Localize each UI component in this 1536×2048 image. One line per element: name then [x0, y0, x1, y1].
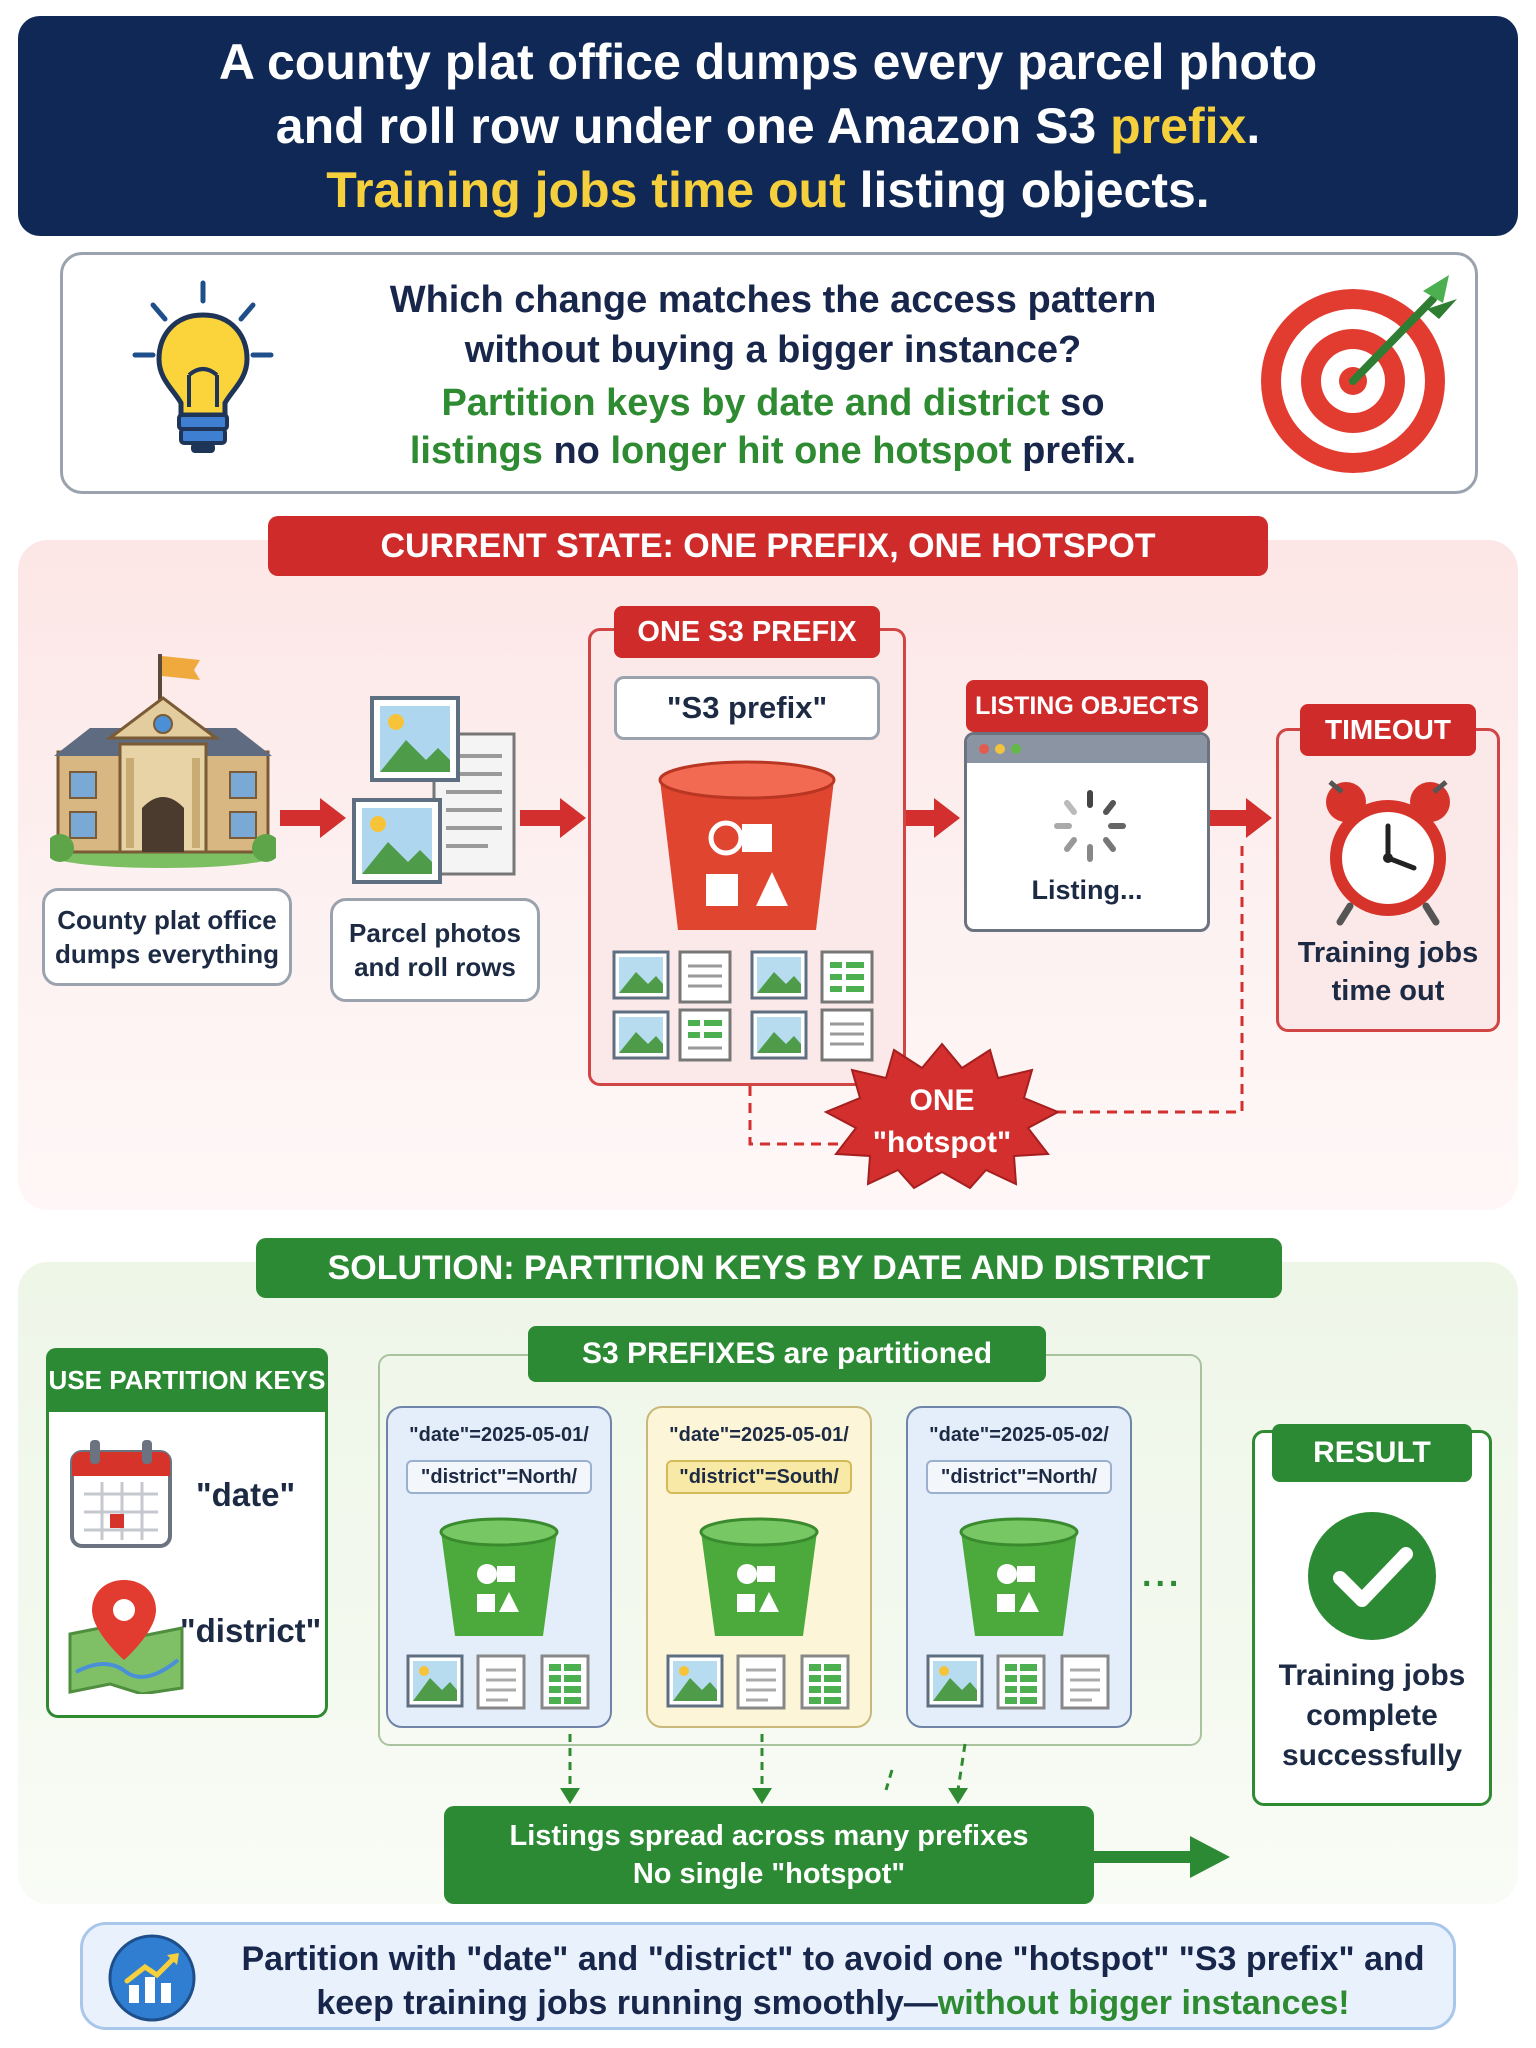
prefix-district: "district"=South/ — [666, 1460, 852, 1494]
question-box: Which change matches the access pattern … — [60, 252, 1478, 494]
window-dot — [995, 744, 1005, 754]
prefix-date: "date"=2025-05-02/ — [926, 1418, 1112, 1452]
partitioned-prefixes-tag: S3 PREFIXES are partitioned — [528, 1326, 1046, 1382]
hotspot-line-2: "hotspot" — [873, 1126, 1011, 1159]
prefix-date: "date"=2025-05-01/ — [666, 1418, 852, 1452]
answer-text: Partition keys by date and district so l… — [409, 382, 1137, 472]
document-icon — [820, 1008, 874, 1062]
prefix-district: "district"=North/ — [406, 1460, 592, 1494]
checkmark-icon — [1308, 1512, 1436, 1640]
window-titlebar — [967, 735, 1207, 763]
hotspot-connectors — [748, 846, 1244, 1146]
s3-bucket-icon — [658, 760, 836, 930]
partition-keys-tag: USE PARTITION KEYS — [46, 1348, 328, 1412]
lightbulb-icon — [132, 280, 274, 453]
s3-prefix-label: "S3 prefix" — [614, 676, 880, 740]
flow-arrow — [520, 798, 586, 838]
prefix-date: "date"=2025-05-01/ — [406, 1418, 592, 1452]
footer-banner: Partition with "date" and "district" to … — [80, 1922, 1456, 2030]
spread-arrows — [560, 1734, 968, 1804]
photo-icon — [612, 1010, 670, 1060]
county-office-card: County plat office dumps everything — [42, 888, 292, 986]
county-office-icon — [50, 654, 276, 868]
partition-bucket-art — [406, 1517, 1110, 1710]
photo-icon — [612, 950, 670, 1000]
flow-arrow — [1206, 798, 1272, 838]
key-district-label: "district" — [180, 1612, 322, 1649]
key-date-label: "date" — [196, 1476, 296, 1513]
more-prefixes-ellipsis: ... — [1142, 1556, 1183, 1594]
spreadsheet-icon — [678, 1008, 732, 1062]
calendar-icon — [70, 1440, 172, 1548]
map-pin-icon — [68, 1580, 184, 1694]
parcel-photos-card: Parcel photos and roll rows — [330, 898, 540, 1002]
timeout-tag: TIMEOUT — [1300, 704, 1476, 756]
result-text: Training jobs complete successfully — [1278, 1659, 1466, 1772]
result-tag: RESULT — [1272, 1424, 1472, 1482]
flow-arrow — [280, 798, 346, 838]
listing-window: Listing... — [964, 732, 1210, 932]
spreadsheet-icon — [820, 950, 874, 1004]
header-line-3: Training jobs time out listing objects. — [326, 162, 1210, 218]
one-prefix-tag: ONE S3 PREFIX — [614, 606, 880, 658]
document-icon — [678, 950, 732, 1004]
header-line-1: A county plat office dumps every parcel … — [218, 34, 1318, 90]
timeout-text: Training jobs time out — [1297, 937, 1479, 1007]
header-banner: A county plat office dumps every parcel … — [18, 16, 1518, 236]
hotspot-line-1: ONE — [909, 1084, 974, 1117]
file-thumbnails — [612, 950, 874, 1062]
spread-banner: Listings spread across many prefixes No … — [444, 1806, 1094, 1904]
window-dot — [979, 744, 989, 754]
header-line-2: and roll row under one Amazon S3 prefix. — [275, 98, 1261, 154]
listing-objects-tag: LISTING OBJECTS — [966, 680, 1208, 732]
loading-spinner-icon — [1054, 790, 1126, 862]
result-arrow — [1094, 1836, 1230, 1878]
solution-banner: SOLUTION: PARTITION KEYS BY DATE AND DIS… — [256, 1238, 1282, 1298]
prefix-district: "district"=North/ — [926, 1460, 1112, 1494]
window-dot — [1011, 744, 1021, 754]
parcel-photos-icon — [352, 696, 516, 884]
target-icon — [1261, 275, 1457, 473]
photo-icon — [750, 950, 808, 1000]
alarm-clock-icon — [1326, 780, 1450, 926]
hotspot-starburst: ONE "hotspot" — [823, 1042, 1061, 1190]
footer-text: Partition with "date" and "district" to … — [241, 1940, 1425, 2022]
flow-arrow — [906, 798, 960, 838]
listing-text: Listing... — [1031, 875, 1143, 905]
photo-icon — [750, 1010, 808, 1060]
current-state-banner: CURRENT STATE: ONE PREFIX, ONE HOTSPOT — [268, 516, 1268, 576]
question-text: Which change matches the access pattern … — [389, 279, 1157, 371]
growth-chart-icon — [108, 1934, 196, 2022]
